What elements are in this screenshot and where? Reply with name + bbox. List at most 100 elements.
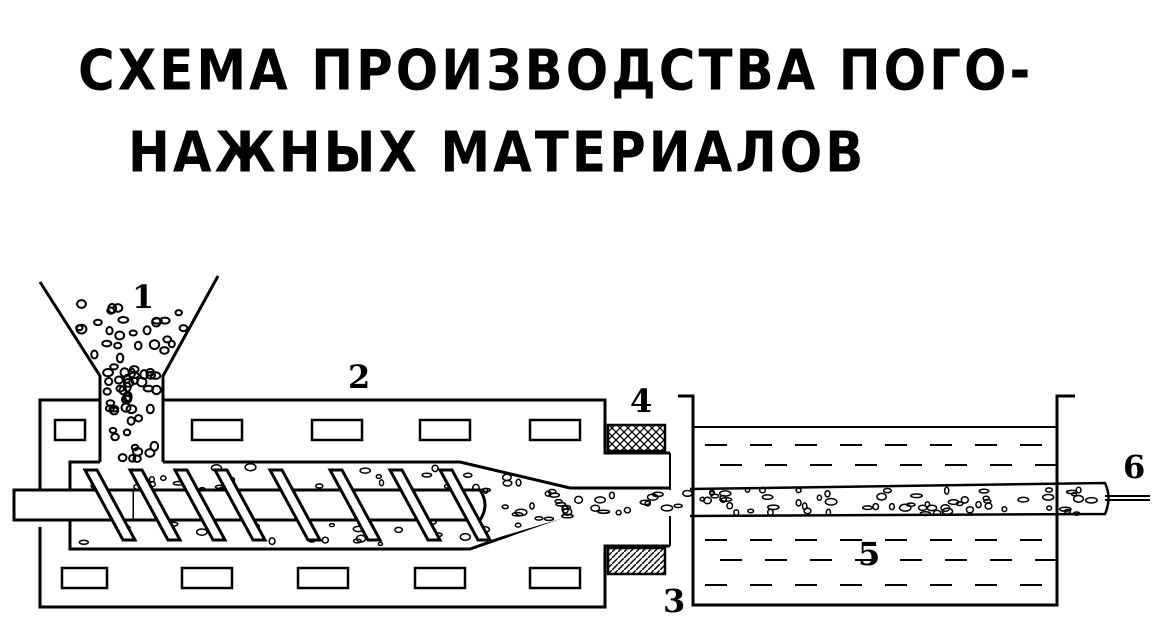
melt-particle bbox=[720, 497, 733, 502]
melt-particle bbox=[375, 473, 383, 480]
melt-particle bbox=[543, 516, 555, 522]
melt-particle bbox=[514, 522, 522, 528]
granule bbox=[114, 330, 126, 341]
granule bbox=[115, 352, 125, 364]
melt-particle bbox=[975, 500, 982, 509]
label-barrel: 2 bbox=[348, 358, 370, 396]
melt-particle bbox=[501, 504, 509, 510]
granule bbox=[178, 324, 189, 333]
granule bbox=[125, 404, 138, 415]
melt-particle bbox=[824, 489, 831, 498]
granule bbox=[102, 368, 114, 378]
granule bbox=[109, 363, 119, 371]
melt-particle bbox=[803, 507, 812, 515]
granule bbox=[101, 339, 113, 348]
granule bbox=[76, 299, 87, 309]
granule bbox=[105, 399, 116, 407]
melt-particle bbox=[673, 503, 683, 509]
granule bbox=[151, 384, 162, 396]
granule bbox=[145, 403, 155, 415]
melt-particle bbox=[639, 499, 652, 506]
granule bbox=[110, 432, 120, 442]
melt-particle bbox=[328, 522, 336, 528]
melt-particle bbox=[378, 479, 385, 487]
melt-particle bbox=[861, 505, 874, 511]
melt-particle bbox=[651, 491, 664, 498]
cooling-bath bbox=[678, 394, 1075, 607]
hopper bbox=[38, 275, 220, 463]
melt-particle bbox=[555, 501, 567, 507]
melt-particle bbox=[597, 509, 611, 514]
melt-particle bbox=[1001, 506, 1008, 513]
melt-particle bbox=[882, 487, 893, 494]
label-hopper: 1 bbox=[132, 278, 154, 316]
label-bath: 5 bbox=[858, 535, 880, 573]
melt-particle bbox=[888, 502, 896, 511]
screw-flight bbox=[437, 468, 493, 542]
screw bbox=[12, 468, 493, 542]
granule bbox=[102, 387, 112, 396]
melt-particle bbox=[983, 498, 992, 504]
granule bbox=[128, 371, 140, 379]
granule bbox=[120, 402, 132, 413]
granule bbox=[149, 371, 162, 380]
melt-particle bbox=[965, 505, 975, 514]
granule bbox=[93, 318, 103, 327]
melt-particle bbox=[761, 494, 774, 501]
granule bbox=[148, 339, 161, 351]
melt-particle bbox=[195, 528, 208, 536]
melt-particle bbox=[1070, 492, 1078, 497]
melt-particle bbox=[321, 536, 330, 544]
granule bbox=[133, 340, 143, 351]
melt-particle bbox=[710, 493, 720, 499]
screw-flight bbox=[172, 468, 228, 542]
melt-particle bbox=[747, 508, 755, 514]
melt-particle bbox=[462, 472, 473, 479]
melt-particle bbox=[501, 473, 512, 482]
screw-flight bbox=[212, 468, 268, 542]
granule bbox=[142, 325, 152, 336]
melt-particle bbox=[615, 509, 622, 516]
melt-particle bbox=[421, 472, 433, 478]
melt-particle bbox=[1046, 505, 1053, 511]
screw-flight bbox=[127, 468, 183, 542]
melt-particle bbox=[872, 502, 880, 511]
granule bbox=[134, 414, 144, 423]
melt-particle bbox=[801, 502, 808, 511]
granule bbox=[108, 404, 120, 413]
melt-particle bbox=[726, 501, 734, 510]
granule bbox=[132, 454, 142, 463]
hopper-granules bbox=[75, 299, 189, 463]
melt-particle bbox=[909, 493, 924, 499]
melt-particle bbox=[960, 496, 970, 504]
melt-particle bbox=[377, 541, 384, 547]
label-lower-die-block: 3 bbox=[663, 582, 685, 620]
melt-particle bbox=[608, 491, 616, 500]
melt-particle bbox=[702, 496, 713, 505]
melt-particle bbox=[561, 504, 572, 511]
melt-particle bbox=[876, 492, 888, 501]
screw-flight bbox=[387, 468, 443, 542]
screw-flight bbox=[327, 468, 383, 542]
granule bbox=[107, 303, 118, 314]
melt-particle bbox=[359, 467, 372, 474]
granule bbox=[167, 339, 176, 349]
granule bbox=[114, 375, 124, 385]
granule bbox=[122, 378, 135, 388]
granule bbox=[122, 428, 132, 437]
screw-flight bbox=[82, 468, 138, 542]
melt-particle bbox=[1072, 494, 1085, 503]
granule bbox=[159, 346, 170, 355]
melt-particle bbox=[590, 504, 601, 512]
diagram-title-line-2: НАЖНЫХ МАТЕРИАЛОВ bbox=[128, 120, 867, 185]
melt-particle bbox=[1084, 496, 1098, 504]
granule bbox=[115, 384, 125, 393]
melt-particle bbox=[947, 499, 960, 506]
melt-particle bbox=[660, 504, 674, 512]
granule bbox=[128, 454, 137, 463]
granule bbox=[75, 324, 84, 332]
granule bbox=[136, 376, 148, 388]
melt-particle bbox=[268, 537, 276, 546]
granule bbox=[162, 335, 173, 344]
melt-particle bbox=[978, 488, 990, 494]
